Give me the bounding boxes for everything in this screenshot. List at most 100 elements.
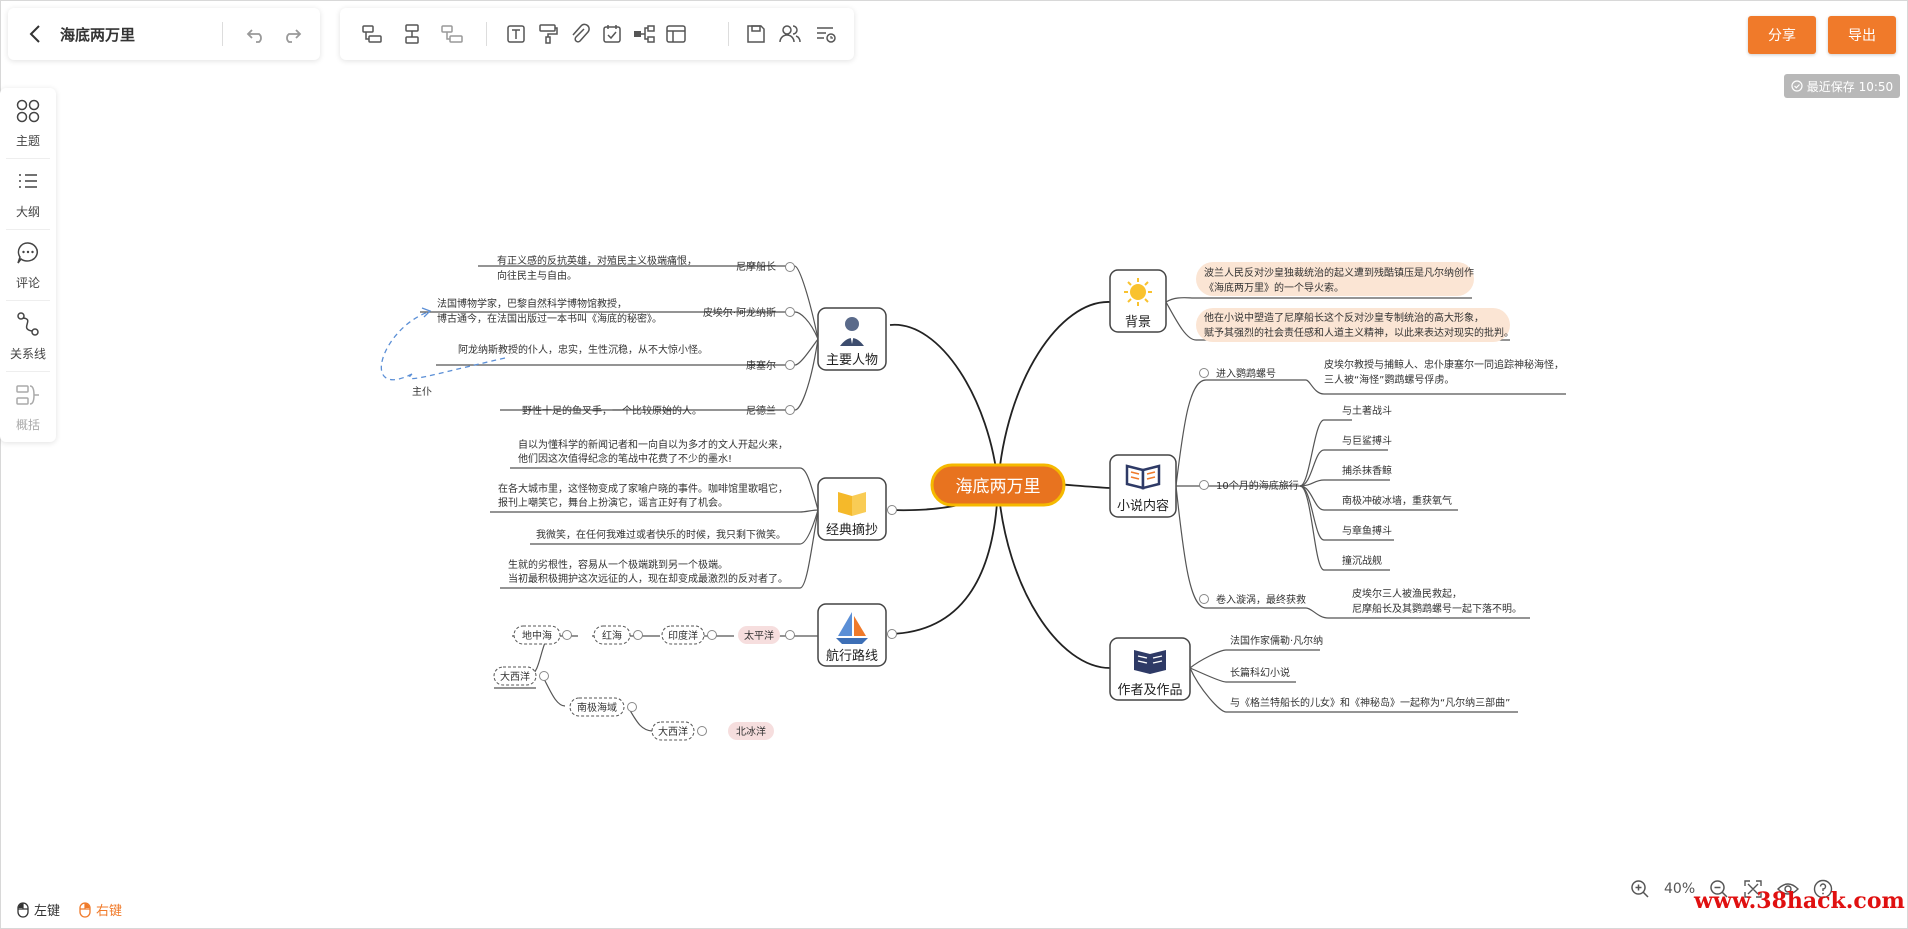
export-button[interactable]: 导出 (1828, 16, 1896, 54)
outline-icon (19, 174, 37, 188)
route-connectors (512, 635, 818, 732)
relation-icon[interactable] (632, 22, 656, 46)
sidebar-item-outline[interactable]: 大纲 (0, 159, 56, 229)
divider (222, 22, 223, 46)
route-node[interactable] (513, 625, 561, 645)
background-item[interactable] (1196, 262, 1474, 296)
route-node[interactable] (593, 625, 631, 645)
branch-title: 小说内容 (1117, 498, 1169, 514)
branch-title: 航行路线 (826, 648, 878, 664)
collapse-toggle-icon[interactable] (627, 702, 637, 712)
mouse-hint: 左键 右键 (16, 900, 122, 919)
route-node[interactable] (728, 722, 774, 740)
collapse-toggle-icon[interactable] (1199, 368, 1209, 378)
divider (728, 22, 729, 46)
collapse-toggle-icon[interactable] (785, 307, 795, 317)
attachment-icon[interactable] (568, 22, 592, 46)
character-desc: 向往民主与自由。 (497, 269, 577, 282)
outline-settings-icon[interactable] (814, 22, 838, 46)
content-desc: 尼摩船长及其鹦鹉螺号一起下落不明。 (1352, 602, 1522, 615)
sidebar-item-label: 概括 (15, 418, 40, 432)
relation-label: 主仆 (412, 386, 432, 398)
sibling-topic-icon[interactable] (360, 22, 384, 46)
sidebar-item-theme[interactable]: 主题 (0, 88, 56, 158)
collapse-toggle-icon[interactable] (1199, 594, 1209, 604)
toolbar (340, 8, 854, 60)
check-circle-icon (1791, 80, 1803, 92)
route-node[interactable] (738, 626, 780, 644)
central-topic[interactable]: 海底两万里 (930, 463, 1066, 507)
collapse-toggle-icon[interactable] (785, 405, 795, 415)
quote-text: 自以为懂科学的新闻记者和一向自以为多才的文人开起火来， (518, 438, 788, 451)
sidebar-item-summary[interactable]: 概括 (0, 372, 56, 442)
save-icon[interactable] (744, 22, 768, 46)
branch-route[interactable]: 航行路线 (817, 603, 887, 667)
book-icon (838, 492, 866, 516)
collapse-toggle-icon[interactable] (697, 726, 707, 736)
background-item[interactable] (1196, 308, 1510, 342)
relation-line-icon (17, 312, 39, 336)
collapse-toggle-icon[interactable] (539, 671, 549, 681)
branch-title: 主要人物 (826, 353, 878, 368)
sidebar-item-label: 关系线 (9, 347, 46, 361)
route-node[interactable] (651, 721, 695, 741)
collapse-toggle-icon[interactable] (633, 630, 643, 640)
collapse-toggle-icon[interactable] (562, 630, 572, 640)
branch-author[interactable]: 作者及作品 (1109, 637, 1191, 701)
sidebar-item-label: 评论 (15, 276, 40, 290)
undo-icon[interactable] (244, 22, 268, 46)
content-stage: 进入鹦鹉螺号 (1216, 367, 1276, 380)
collapse-toggle-icon[interactable] (1199, 480, 1209, 490)
fit-screen-icon[interactable] (1743, 879, 1763, 899)
route-node[interactable] (493, 666, 537, 686)
redo-icon[interactable] (280, 22, 304, 46)
share-button[interactable]: 分享 (1748, 16, 1816, 54)
route-node[interactable] (569, 697, 625, 717)
parent-topic-icon[interactable] (440, 22, 464, 46)
collapse-toggle-icon[interactable] (785, 262, 795, 272)
character-name: 尼摩船长 (736, 260, 776, 273)
format-painter-icon[interactable] (536, 22, 560, 46)
document-title[interactable]: 海底两万里 (60, 26, 136, 44)
branch-quotes[interactable]: 经典摘抄 (817, 477, 887, 541)
content-stage: 卷入漩涡，最终获救 (1216, 593, 1306, 606)
character-desc: 博古通今，在法国出版过一本书叫《海底的秘密》。 (437, 312, 662, 325)
mouse-right-icon (79, 901, 91, 918)
child-topic-icon[interactable] (400, 22, 424, 46)
person-icon (840, 317, 864, 346)
relation-line[interactable]: 主仆 (380, 307, 506, 398)
title-panel: 海底两万里 (8, 8, 320, 60)
table-icon[interactable] (664, 22, 688, 46)
author-item: 与《格兰特船长的儿女》和《神秘岛》一起称为“凡尔纳三部曲” (1230, 696, 1510, 709)
branch-characters[interactable]: 主要人物 (817, 307, 887, 371)
mouse-left-icon (17, 901, 29, 918)
collapse-toggle-icon[interactable] (785, 630, 795, 640)
text-icon[interactable] (504, 22, 528, 46)
branch-content[interactable]: 小说内容 (1109, 454, 1177, 518)
preview-eye-icon[interactable] (1777, 879, 1800, 899)
quote-text: 在各大城市里，这怪物变成了家喻户晓的事件。咖啡馆里歌唱它， (498, 482, 788, 495)
sidebar-item-comment[interactable]: 评论 (0, 230, 56, 300)
branch-background[interactable]: 背景 (1109, 269, 1167, 333)
collapse-toggle-icon[interactable] (707, 630, 717, 640)
collapse-toggle-icon[interactable] (887, 505, 897, 515)
content-event: 与土著战斗 (1342, 404, 1392, 417)
right-click-label: 右键 (96, 904, 123, 919)
divider (6, 371, 50, 372)
zoom-in-icon[interactable] (1630, 879, 1650, 899)
route-node[interactable] (661, 625, 705, 645)
sidebar-item-label: 主题 (15, 134, 40, 148)
back-icon[interactable] (24, 22, 48, 46)
collaborators-icon[interactable] (778, 22, 802, 46)
content-event: 南极冲破冰墙，重获氧气 (1342, 494, 1452, 507)
help-icon[interactable] (1813, 879, 1833, 899)
route-node-label: 北冰洋 (736, 725, 766, 738)
zoom-out-icon[interactable] (1709, 879, 1729, 899)
content-connectors (1175, 379, 1566, 619)
collapse-toggle-icon[interactable] (887, 629, 897, 639)
task-icon[interactable] (600, 22, 624, 46)
collapse-toggle-icon[interactable] (785, 360, 795, 370)
background-text: 他在小说中塑造了尼摩船长这个反对沙皇专制统治的高大形象， (1204, 311, 1484, 324)
sidebar-item-relation-line[interactable]: 关系线 (0, 301, 56, 371)
background-text: 《海底两万里》的一个导火索。 (1204, 281, 1344, 294)
